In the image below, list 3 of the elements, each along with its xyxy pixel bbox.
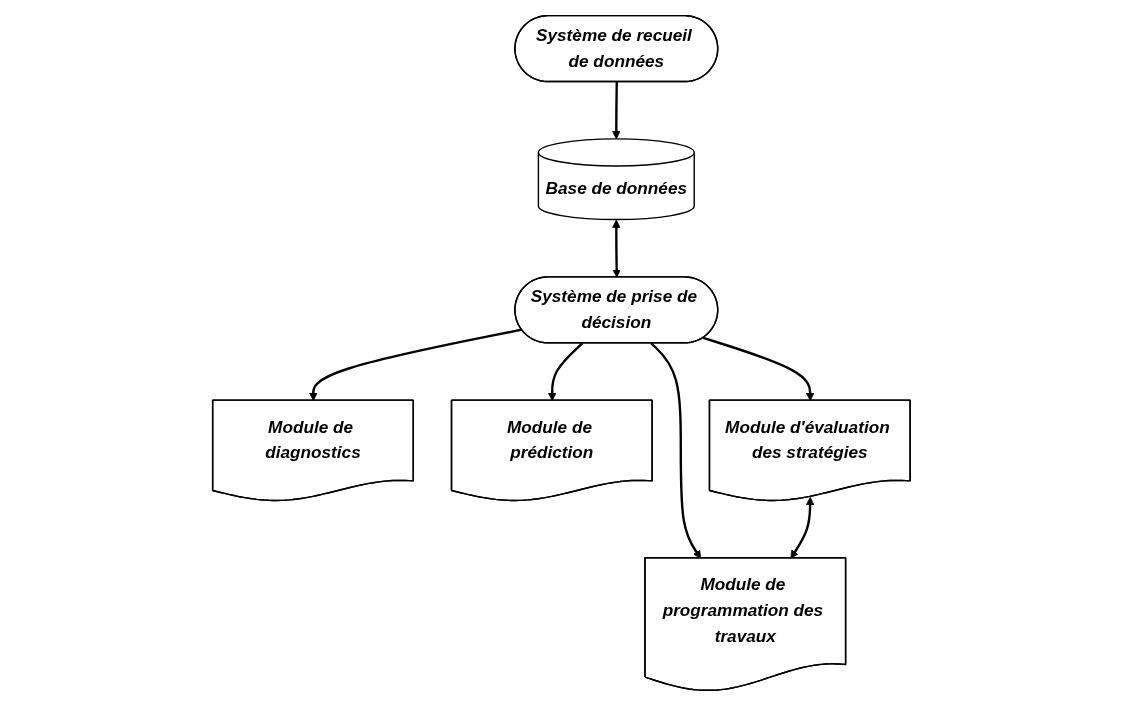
arrow [612,81,621,139]
arrow [612,219,621,278]
flowchart-diagram: Système de recueil de données Base de données Système de prise de décision Module de diagnostics Module de prédiction Module d'évaluation des stratégies Module de programmation des travaux [205,7,918,698]
